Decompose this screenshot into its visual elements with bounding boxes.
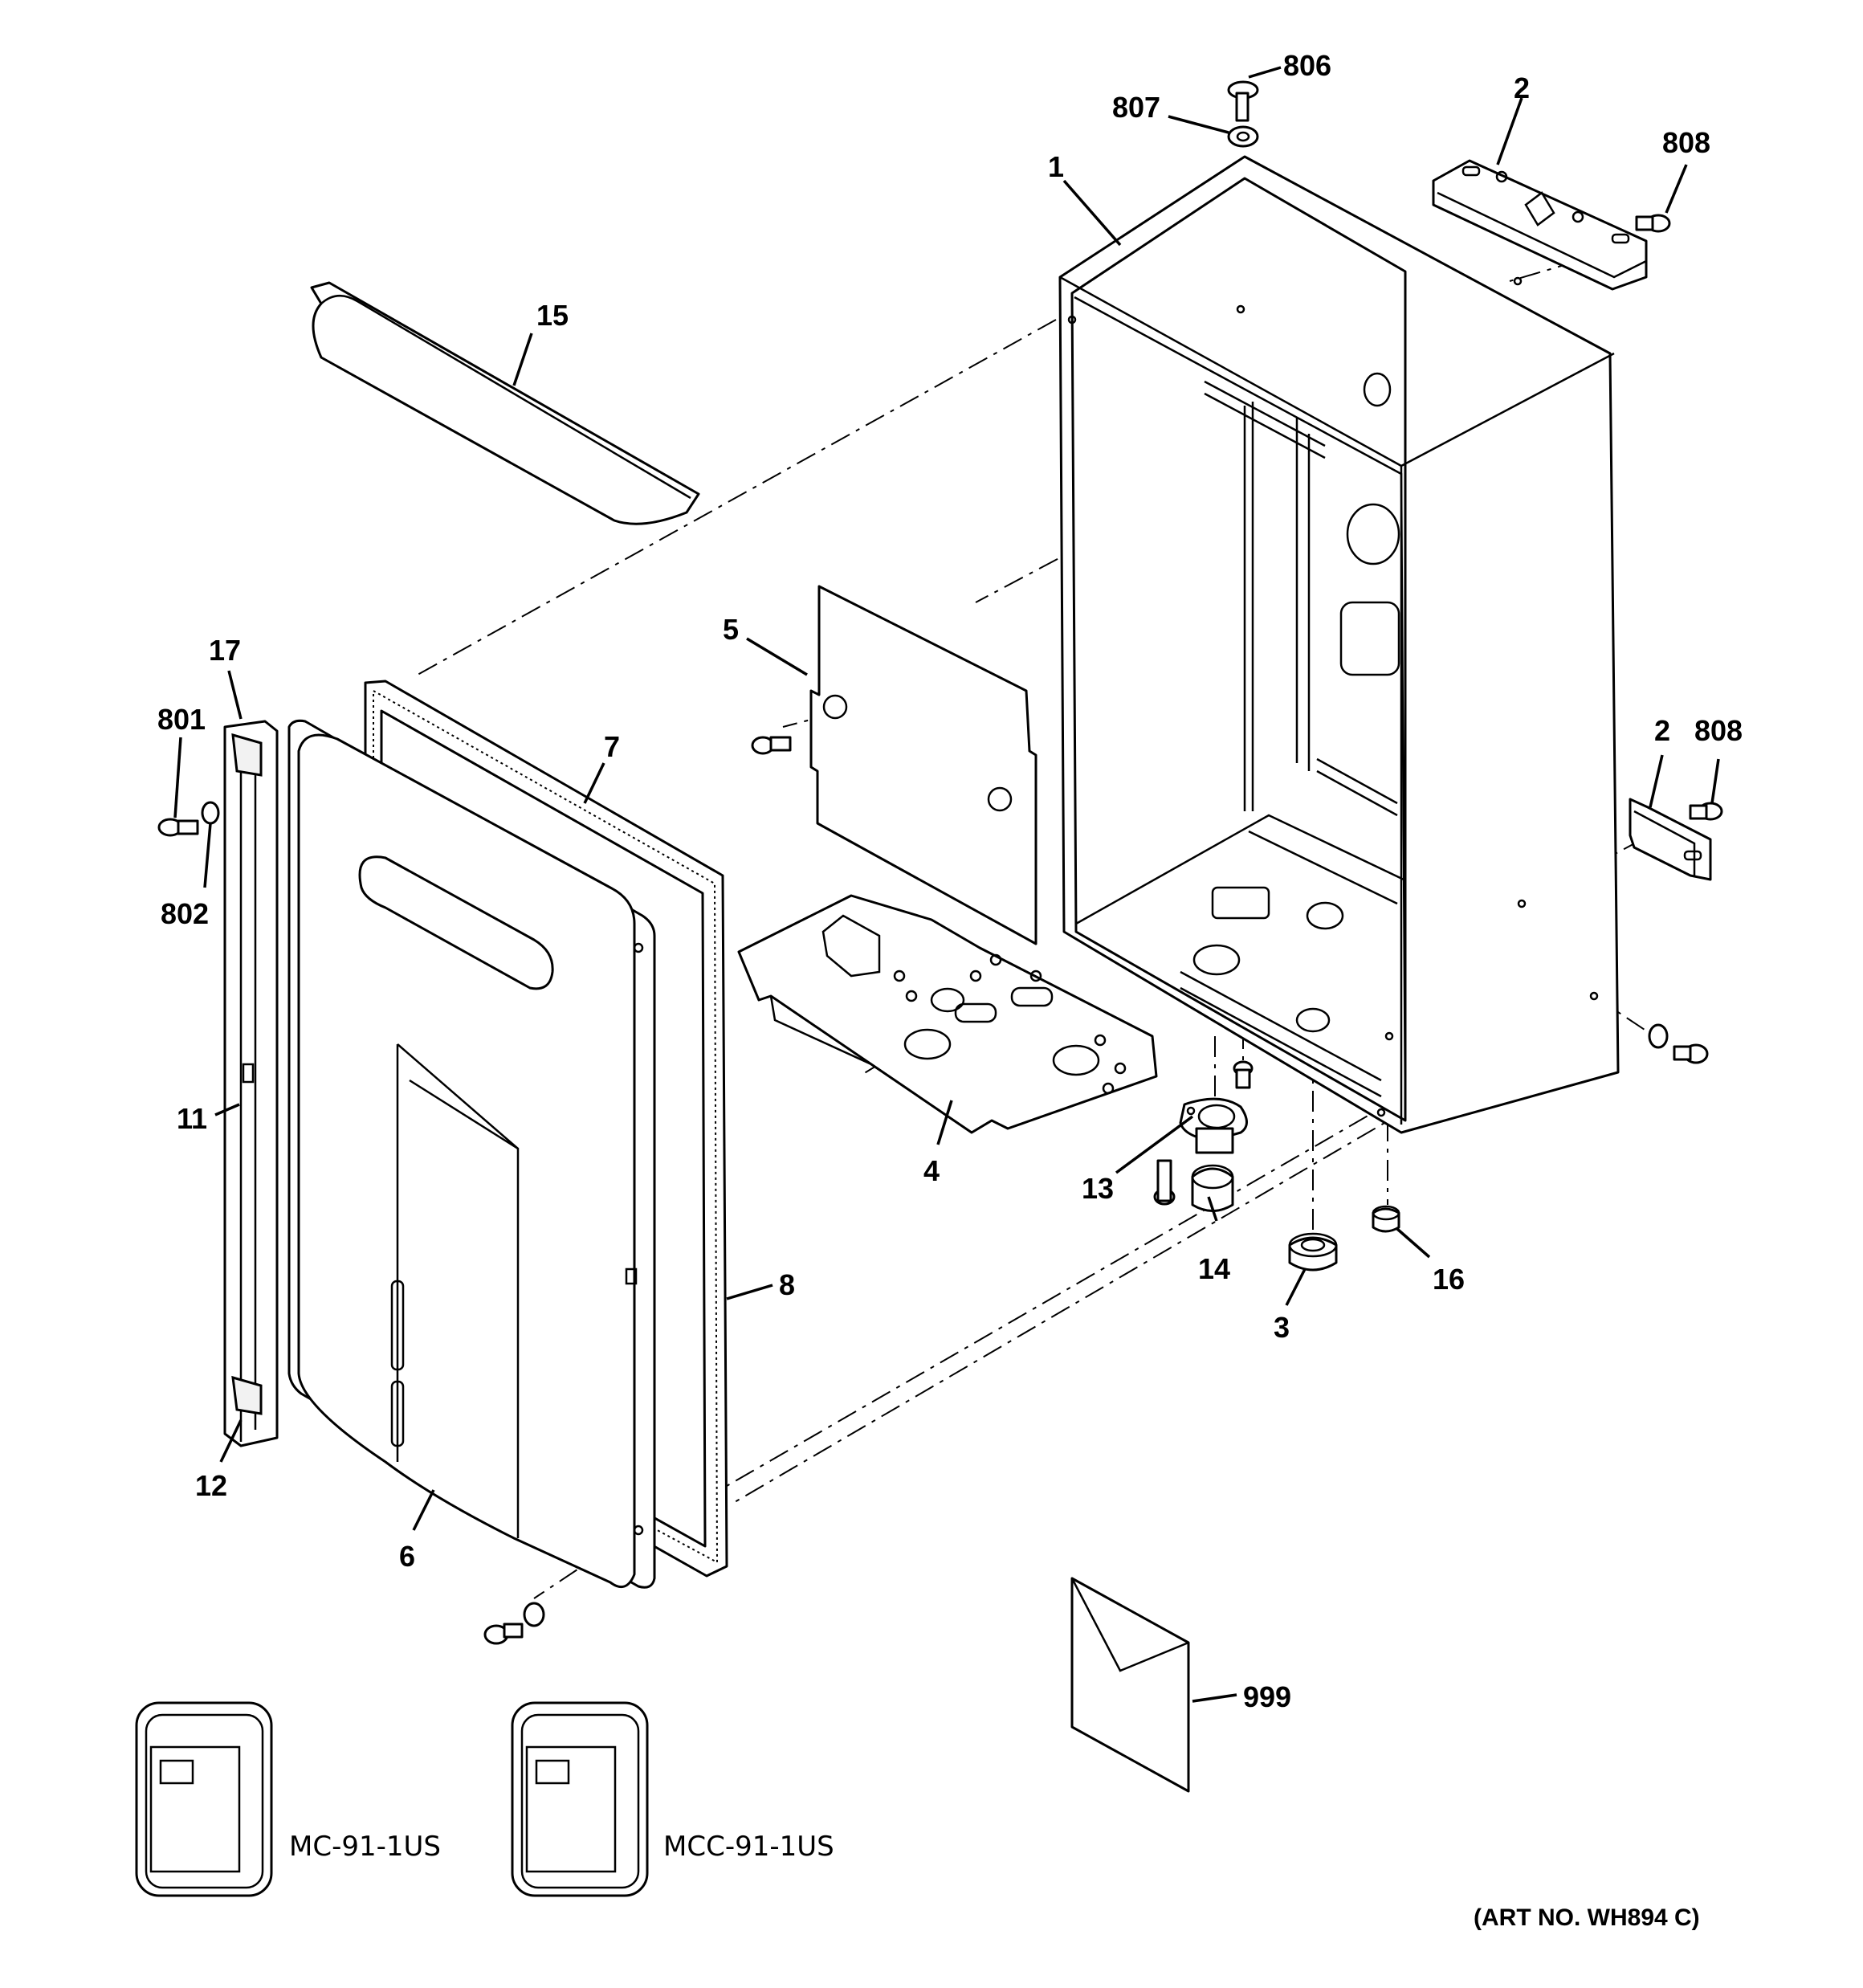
remote-right-model-label: MCC-91-1US [663, 1831, 834, 1863]
callout-16: 16 [1433, 1263, 1465, 1296]
callout-806: 806 [1283, 49, 1331, 82]
remote-controller-right [511, 1701, 649, 1897]
leader-lines [173, 66, 1720, 1703]
callout-labels: 806 807 1 2 808 15 5 17 801 802 7 2 808 … [157, 49, 1743, 1713]
base-plate [737, 894, 1158, 1134]
callout-15: 15 [536, 299, 569, 332]
callout-4: 4 [923, 1154, 940, 1187]
callout-17: 17 [209, 634, 241, 667]
side-trim-strip [223, 720, 279, 1447]
callout-13: 13 [1082, 1172, 1114, 1205]
main-cabinet [1058, 155, 1620, 1134]
grommet [1288, 1232, 1338, 1272]
fasteners [157, 80, 1723, 1645]
inner-cover-plate [809, 585, 1037, 945]
callout-8: 8 [779, 1268, 795, 1301]
screw-plate-icon [751, 736, 792, 755]
washer-802-icon [201, 801, 220, 825]
screw-right-icon [1648, 1023, 1709, 1064]
screw-808-side-icon [1689, 802, 1723, 821]
wall-bracket-side [1629, 798, 1712, 881]
callout-808-side: 808 [1694, 714, 1743, 747]
callout-808-top: 808 [1662, 126, 1710, 159]
screw-806-icon [1227, 80, 1259, 122]
callout-2-side: 2 [1654, 714, 1670, 747]
callout-14: 14 [1198, 1252, 1230, 1285]
screw-801-icon [157, 818, 199, 837]
callout-6: 6 [399, 1540, 415, 1573]
callout-999: 999 [1243, 1680, 1291, 1713]
top-cover [310, 281, 700, 525]
literature-envelope [1070, 1577, 1190, 1793]
callout-12: 12 [195, 1469, 227, 1502]
callout-5: 5 [723, 613, 739, 646]
screw-bottom-left-icon [483, 1602, 545, 1645]
wall-bracket-top [1432, 159, 1648, 291]
washer-807-icon [1227, 125, 1259, 148]
callout-807: 807 [1112, 91, 1160, 124]
callout-11: 11 [177, 1102, 207, 1135]
inlet-fitting [1179, 1097, 1248, 1154]
front-panel [287, 719, 656, 1589]
drain-cap [1191, 1164, 1234, 1212]
screw-cabinet-bottom-icon [1233, 1060, 1254, 1089]
screw-808-top-icon [1635, 214, 1671, 233]
callout-7: 7 [604, 730, 620, 763]
callout-1: 1 [1048, 150, 1064, 183]
callout-2-top: 2 [1514, 71, 1530, 104]
callout-801: 801 [157, 703, 206, 736]
small-fitting [1372, 1205, 1400, 1233]
remote-left-model-label: MC-91-1US [289, 1831, 441, 1863]
callout-802: 802 [161, 897, 209, 930]
callout-3: 3 [1274, 1311, 1290, 1344]
bolt-13-icon [1153, 1159, 1176, 1206]
remote-controller-left [135, 1701, 273, 1897]
art-number: (ART NO. WH894 C) [1474, 1904, 1700, 1931]
